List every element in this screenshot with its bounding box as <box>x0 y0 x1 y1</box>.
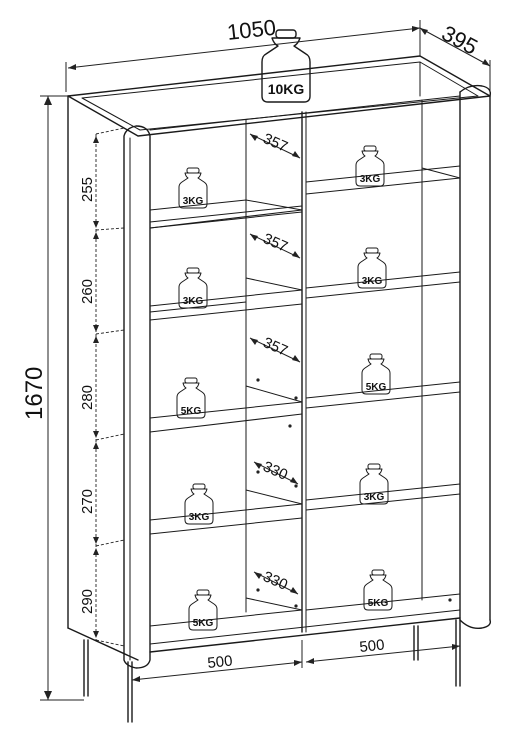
weight-right-1-label: 3KG <box>360 174 381 185</box>
depth-label-4: 330 <box>260 458 290 484</box>
shelf-height-4: 270 <box>79 489 96 514</box>
weight-icon-top: 10KG <box>261 29 311 103</box>
shelf-height-3: 280 <box>79 385 96 410</box>
weight-icon-right-2: 3KG <box>357 247 387 289</box>
weight-icon-right-4: 3KG <box>359 463 389 505</box>
weight-left-4-label: 3KG <box>189 512 210 523</box>
depth-label: 395 <box>438 20 482 59</box>
cabinet-body <box>67 55 492 669</box>
weight-icon-left-5: 5KG <box>188 589 218 631</box>
width-dimension: 1050 <box>65 15 421 92</box>
depth-dimensions: 357 357 357 330 330 <box>249 130 301 595</box>
depth-dimension: 395 <box>419 20 491 92</box>
weight-icon-right-5: 5KG <box>363 569 393 611</box>
weight-left-1-label: 3KG <box>183 196 204 207</box>
right-shelves <box>305 165 461 611</box>
weight-right-4-label: 3KG <box>364 492 385 503</box>
weight-icon-right-1: 3KG <box>355 145 385 187</box>
width-label: 1050 <box>226 15 277 45</box>
left-shelves <box>149 199 303 627</box>
weight-left-3-label: 5KG <box>181 406 202 417</box>
depth-label-3: 357 <box>260 334 290 360</box>
weight-left-2-label: 3KG <box>183 296 204 307</box>
shelf-height-2: 260 <box>79 279 96 304</box>
base-width-dimensions: 500 500 <box>131 636 461 682</box>
weight-right-2-label: 3KG <box>362 276 383 287</box>
depth-label-2: 357 <box>260 230 290 256</box>
shelf-pin-dots <box>256 378 452 608</box>
weight-icon-left-3: 5KG <box>176 377 206 419</box>
weight-icon-left-2: 3KG <box>178 267 208 309</box>
depth-label-1: 357 <box>260 130 290 156</box>
depth-label-5: 330 <box>260 568 290 594</box>
base-width-left: 500 <box>207 652 234 672</box>
height-label: 1670 <box>21 367 48 420</box>
base-width-right: 500 <box>359 636 386 656</box>
weight-right-3-label: 5KG <box>366 382 387 393</box>
weight-icon-left-1: 3KG <box>178 167 208 209</box>
weight-left-5-label: 5KG <box>193 618 214 629</box>
weight-right-5-label: 5KG <box>368 598 389 609</box>
height-dimension: 1670 <box>21 95 84 701</box>
shelf-height-dimensions: 255 260 280 270 290 <box>79 127 125 647</box>
shelf-height-5: 290 <box>79 589 96 614</box>
weight-top-label: 10KG <box>268 81 305 97</box>
shelf-height-1: 255 <box>79 177 96 202</box>
legs <box>83 619 461 723</box>
weight-icon-right-3: 5KG <box>361 353 391 395</box>
weight-icon-left-4: 3KG <box>184 483 214 525</box>
